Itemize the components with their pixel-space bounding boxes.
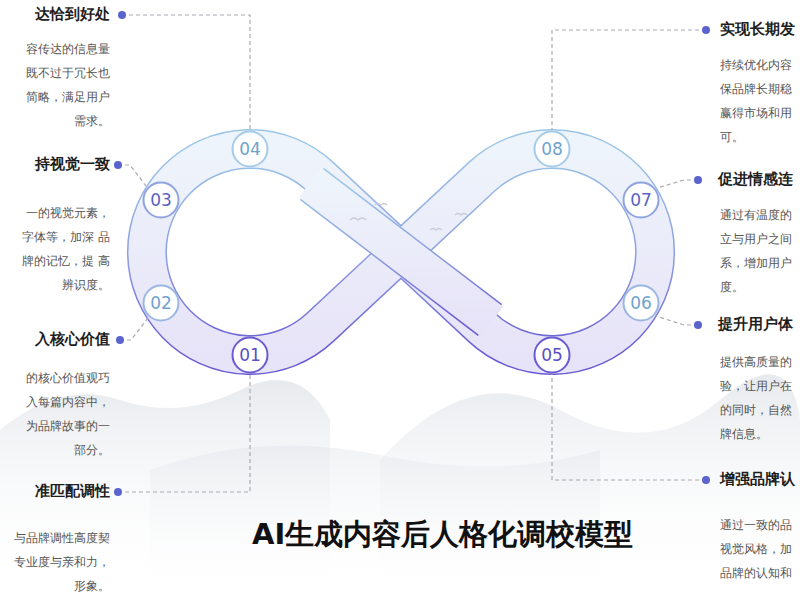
mist-mountains (0, 374, 800, 600)
leader-line (122, 15, 250, 130)
leader-dots (114, 11, 710, 496)
step-number: 04 (231, 130, 269, 168)
step-description: 通过一致的品 视觉风格，加 品牌的认知和 (720, 513, 800, 585)
step-circle: 06 (622, 284, 660, 322)
band-edge (147, 149, 655, 355)
step-circle: 03 (142, 181, 180, 219)
step-circle: 05 (533, 336, 571, 374)
step-description: 容传达的信息量 既不过于冗长也 简略，满足用户 需求。 (22, 37, 110, 133)
step-heading: 入核心价值 (0, 329, 110, 349)
leader-line (552, 374, 706, 480)
step-heading: 实现长期发 (720, 19, 800, 39)
step-description: 持续优化内容 保品牌长期稳 赢得市场和用 可。 (720, 53, 800, 149)
step-number: 05 (533, 336, 571, 374)
step-description: 一的视觉元素， 字体等，加深 品牌的记忆，提 高辨识度。 (22, 201, 110, 297)
leader-line (657, 180, 698, 188)
leader-line (656, 316, 698, 325)
leader-line (552, 30, 706, 130)
leader-dot (118, 11, 126, 19)
leader-dot (114, 161, 122, 169)
step-circle: 01 (231, 336, 269, 374)
bird (430, 229, 442, 231)
step-number: 03 (142, 181, 180, 219)
step-heading: 准匹配调性 (0, 481, 110, 501)
leader-line (120, 318, 148, 340)
leader-dot (702, 476, 710, 484)
leader-line (118, 374, 250, 492)
bird (455, 214, 467, 216)
step-description: 提供高质量的 验，让用户在 的同时，自然 牌信息。 (720, 350, 800, 446)
step-number: 01 (231, 336, 269, 374)
bird (375, 204, 387, 206)
step-number: 06 (622, 284, 660, 322)
step-number: 07 (622, 181, 660, 219)
step-circle: 08 (533, 130, 571, 168)
band-fill (147, 149, 655, 355)
step-number: 08 (533, 130, 571, 168)
step-heading: 提升用户体 (718, 314, 800, 334)
leader-dot (694, 321, 702, 329)
leader-dot (702, 26, 710, 34)
leader-dot (694, 176, 702, 184)
infinity-band (147, 149, 655, 355)
step-description: 通过有温度的 立与用户之间 系，增加用户 度。 (720, 203, 800, 299)
leader-line (118, 165, 146, 186)
leader-dot (116, 336, 124, 344)
birds (350, 204, 467, 231)
step-number: 02 (142, 284, 180, 322)
leader-lines (118, 15, 706, 492)
band-fill (310, 183, 492, 322)
leader-dot (114, 488, 122, 496)
step-circle: 02 (142, 284, 180, 322)
step-circle: 04 (231, 130, 269, 168)
step-circle: 07 (622, 181, 660, 219)
step-description: 与品牌调性高度契 专业度与亲和力， 形象。 (10, 526, 110, 598)
step-description: 的核心价值观巧 入每篇内容中， 为品牌故事的一 部分。 (22, 366, 110, 462)
step-heading: 促进情感连 (718, 169, 800, 189)
step-heading: 持视觉一致 (0, 154, 110, 174)
step-heading: 达恰到好处 (0, 4, 110, 24)
bird (350, 218, 366, 220)
step-heading: 增强品牌认 (720, 469, 800, 489)
diagram-title: AI生成内容后人格化调校模型 (252, 515, 633, 555)
